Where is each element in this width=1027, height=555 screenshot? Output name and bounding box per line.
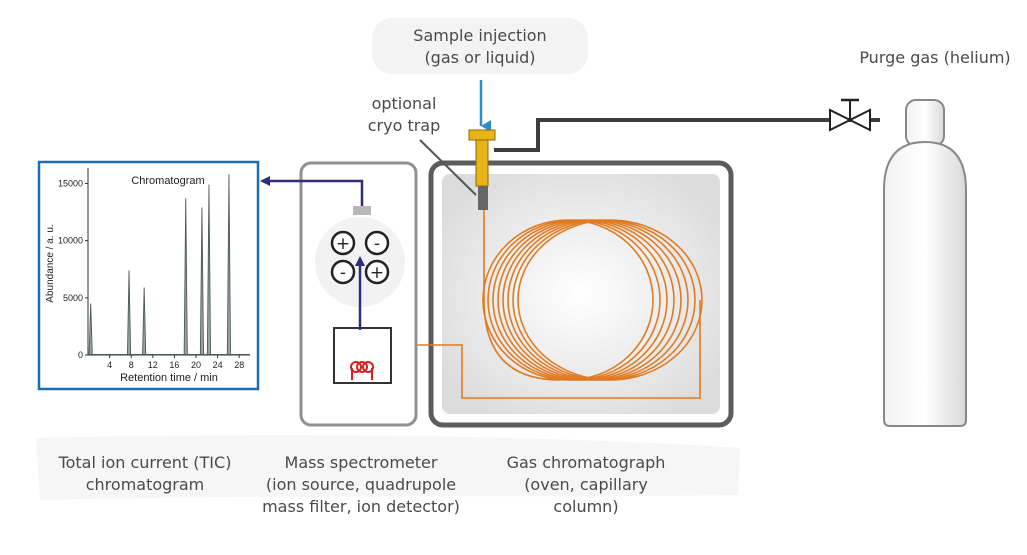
- svg-text:+: +: [370, 263, 384, 283]
- gc-oven: [428, 160, 734, 428]
- purge-gas-label: Purge gas (helium): [859, 48, 1010, 67]
- y-axis-label: Abundance / a. u.: [45, 224, 56, 302]
- ms-label: Mass spectrometer: [285, 453, 438, 472]
- sample-injection-label: Sample injection: [413, 26, 546, 45]
- chromatogram-peak: [142, 287, 147, 356]
- ms-sublabel-2: mass filter, ion detector): [262, 497, 460, 516]
- y-tick-label: 15000: [58, 178, 83, 188]
- tic-label: Total ion current (TIC): [58, 453, 232, 472]
- ion-detector: [353, 206, 371, 215]
- ms-sublabel-1: (ion source, quadrupole: [266, 475, 456, 494]
- injector[interactable]: [468, 129, 496, 187]
- x-tick-label: 24: [213, 360, 223, 370]
- cryo-trap: [478, 186, 488, 210]
- capillary-column: [378, 210, 703, 399]
- carrier-gas-line: [494, 118, 880, 152]
- x-tick-label: 20: [191, 360, 201, 370]
- svg-text:-: -: [374, 234, 380, 254]
- svg-text:-: -: [340, 263, 346, 283]
- x-tick-label: 4: [107, 360, 112, 370]
- gc-label: Gas chromatograph: [507, 453, 666, 472]
- y-tick-label: 10000: [58, 236, 83, 246]
- chart-title: Chromatogram: [131, 175, 204, 187]
- ion-source: [333, 327, 392, 384]
- x-tick-label: 8: [129, 360, 134, 370]
- rod-2: -: [364, 230, 390, 256]
- rod-3: -: [330, 259, 356, 285]
- filament-coil-icon: [350, 361, 374, 380]
- svg-text:+: +: [336, 234, 350, 254]
- gc-sublabel-1: (oven, capillary: [524, 475, 648, 494]
- tic-sublabel: chromatogram: [86, 475, 205, 494]
- signal-arrow: [260, 176, 364, 206]
- chart-frame: [37, 160, 260, 391]
- chromatogram-peak: [183, 198, 188, 356]
- y-tick-label: 0: [78, 350, 83, 360]
- gc-sublabel-2: column): [553, 497, 618, 516]
- chromatogram-peak: [206, 184, 212, 356]
- y-tick-label: 5000: [63, 293, 83, 303]
- sample-injection-sublabel: (gas or liquid): [424, 48, 535, 67]
- bottom-labels-bg: [36, 435, 740, 500]
- cryo-trap-pointer: [419, 139, 477, 196]
- valve-icon[interactable]: [829, 98, 871, 132]
- chromatogram-peak: [126, 270, 132, 356]
- cryo-trap-label: optional: [372, 94, 437, 113]
- chromatogram-peak: [226, 174, 231, 356]
- x-tick-label: 12: [148, 360, 158, 370]
- x-tick-label: 16: [169, 360, 179, 370]
- sample-injection-label-bg: [372, 18, 588, 74]
- rod-4: +: [364, 259, 390, 285]
- helium-cylinder: [883, 99, 967, 427]
- chromatogram-peak: [199, 207, 204, 356]
- x-tick-label: 28: [234, 360, 244, 370]
- rod-1: +: [330, 230, 356, 256]
- chromatogram-peak: [88, 303, 93, 356]
- cryo-trap-sublabel: cryo trap: [368, 116, 441, 135]
- chromatogram-chart: 0 5000 10000 15000 4 8 12 16 20 24 28 ChromatogramR…: [37, 160, 260, 391]
- x-axis-label: Retention time / min: [120, 372, 218, 384]
